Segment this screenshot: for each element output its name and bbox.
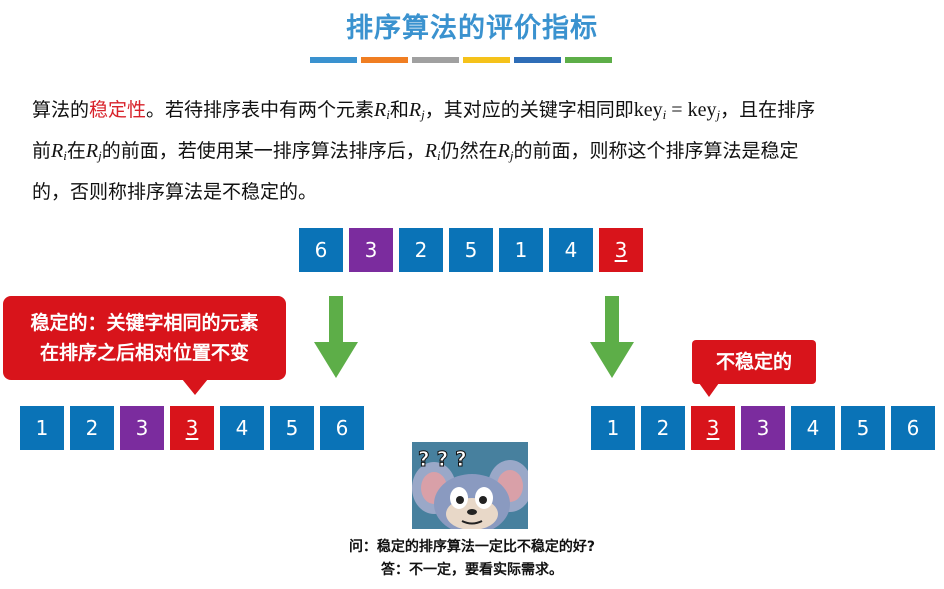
stable-sequence-element: 6 — [320, 406, 364, 450]
original-sequence-element: 3 — [349, 228, 393, 272]
original-sequence-element: 3 — [599, 228, 643, 272]
colorbar-segment — [361, 57, 408, 63]
stable-sequence-element: 3 — [120, 406, 164, 450]
stable-sequence-element: 1 — [20, 406, 64, 450]
unstable-callout: 不稳定的 — [692, 340, 816, 384]
colorbar-segment — [412, 57, 459, 63]
question-text: 问：稳定的排序算法一定比不稳定的好? — [348, 539, 596, 555]
answer-text: 答：不一定，要看实际需求。 — [381, 562, 563, 578]
unstable-sequence-element: 5 — [841, 406, 885, 450]
definition-paragraph: 算法的稳定性。若待排序表中有两个元素Ri和Rj，其对应的关键字相同即keyi =… — [32, 99, 816, 203]
stable-sequence-element: 2 — [70, 406, 114, 450]
original-sequence-element: 2 — [399, 228, 443, 272]
cartoon-mouse-image: ? ? ? — [412, 442, 528, 529]
unstable-sequence-element: 6 — [891, 406, 935, 450]
unstable-sequence-element: 3 — [741, 406, 785, 450]
unstable-callout-pointer — [699, 383, 719, 397]
stable-callout: 稳定的：关键字相同的元素 在排序之后相对位置不变 — [3, 296, 286, 380]
cartoon-mouse-face: ? ? ? — [412, 442, 528, 529]
stability-highlight: 稳定性 — [89, 99, 147, 121]
unstable-sequence-element: 2 — [641, 406, 685, 450]
original-sequence-element: 1 — [499, 228, 543, 272]
colorbar-segment — [310, 57, 357, 63]
stable-sequence-element: 5 — [270, 406, 314, 450]
colorbar-segment — [463, 57, 510, 63]
unstable-sequence-element: 3 — [691, 406, 735, 450]
colorbar-segment — [514, 57, 561, 63]
stable-sequence-element: 4 — [220, 406, 264, 450]
page-title: 排序算法的评价指标 — [346, 13, 598, 44]
stable-callout-pointer — [182, 379, 208, 395]
question-marks: ? ? ? — [418, 447, 467, 471]
unstable-sequence-element: 1 — [591, 406, 635, 450]
unstable-sequence-element: 4 — [791, 406, 835, 450]
original-sequence-element: 6 — [299, 228, 343, 272]
stable-sequence-element: 3 — [170, 406, 214, 450]
down-arrow-right — [590, 296, 634, 378]
colorbar-segment — [565, 57, 612, 63]
original-sequence-element: 5 — [449, 228, 493, 272]
original-sequence-element: 4 — [549, 228, 593, 272]
down-arrow-left — [314, 296, 358, 378]
